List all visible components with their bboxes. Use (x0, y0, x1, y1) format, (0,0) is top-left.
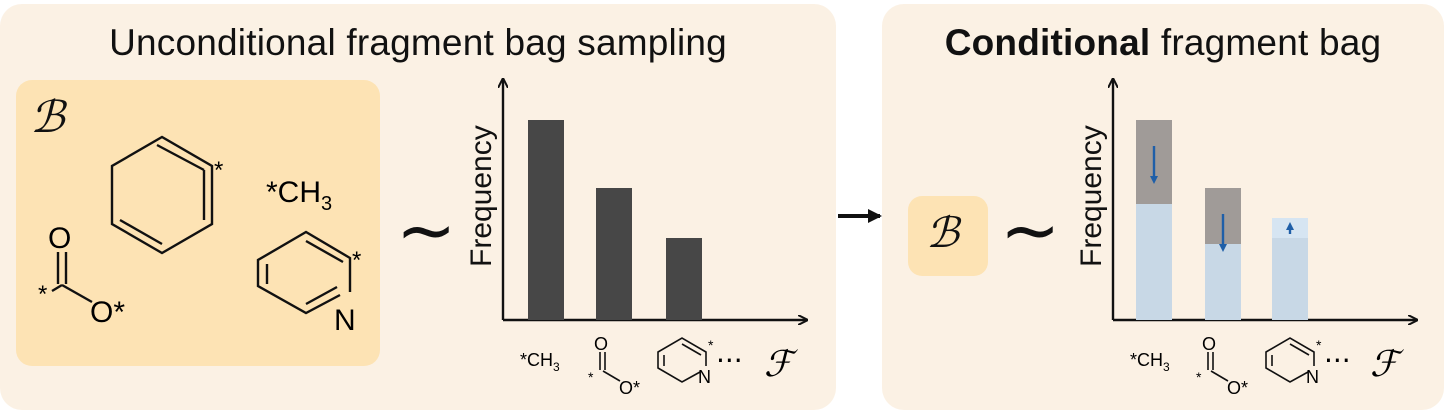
bar-left-2 (666, 238, 702, 320)
conditional-bag-box (908, 196, 988, 276)
x-tick-pyridine-right (1265, 337, 1315, 383)
bar-left-1 (596, 188, 632, 320)
conditional-bag-symbol: ℬ (926, 208, 960, 257)
x-tick-ester-oxygen-left: O* (619, 378, 640, 398)
x-tick-carboxyl-left (599, 352, 621, 382)
ester-oxygen: O* (90, 296, 125, 329)
benzene-star: * (214, 157, 223, 184)
fragment-space-symbol-left: ℱ (764, 344, 798, 385)
bar-right-2 (1272, 238, 1308, 320)
x-tick-carboxyl-right (1207, 352, 1229, 382)
carboxyl-fragment (51, 252, 93, 304)
x-tick-carboxyl-star-left: * (588, 369, 594, 385)
bag-symbol: ℬ (30, 92, 65, 143)
x-tick-pyridine-left (657, 337, 707, 383)
x-tick-methyl-left: *CH3 (520, 350, 560, 374)
x-tick-carboxyl-star-right: * (1196, 369, 1202, 385)
conditional-tilde: ~ (1000, 188, 1061, 272)
pyridine-nitrogen: N (334, 304, 356, 337)
x-tick-pyridine-n-left: N (698, 367, 711, 387)
x-tick-carboxyl-oxygen-right: O (1202, 334, 1216, 354)
x-tick-pyridine-star-left: * (708, 337, 714, 353)
sampling-tilde: ~ (396, 188, 457, 272)
pyridine-star: * (352, 247, 361, 274)
benzene-fragment (110, 135, 214, 255)
bar-right-1 (1205, 244, 1241, 320)
methyl-fragment: *CH3 (266, 176, 332, 215)
x-ellipsis-right: ··· (1324, 344, 1351, 377)
x-tick-methyl-right: *CH3 (1130, 350, 1170, 374)
carboxyl-star: * (38, 281, 47, 308)
unconditional-title: Unconditional fragment bag sampling (109, 22, 727, 63)
pyridine-fragment (256, 230, 352, 315)
x-tick-pyridine-n-right: N (1306, 367, 1319, 387)
x-tick-carboxyl-oxygen-left: O (594, 334, 608, 354)
bar-right-0 (1136, 204, 1172, 320)
conditional-title-rest: fragment bag (1150, 22, 1382, 63)
fragment-bag-box (16, 80, 380, 366)
x-tick-ester-oxygen-right: O* (1227, 378, 1248, 398)
conditional-title: Conditional fragment bag (882, 22, 1444, 64)
bar-left-0 (528, 120, 564, 320)
bars-right (1136, 120, 1308, 320)
x-ellipsis-left: ··· (716, 344, 743, 377)
carbonyl-oxygen: O (48, 222, 71, 255)
x-tick-pyridine-star-right: * (1316, 337, 1322, 353)
conditional-title-bold: Conditional (944, 22, 1151, 63)
fragment-space-symbol-right: ℱ (1370, 344, 1404, 385)
bars-left (528, 120, 702, 320)
